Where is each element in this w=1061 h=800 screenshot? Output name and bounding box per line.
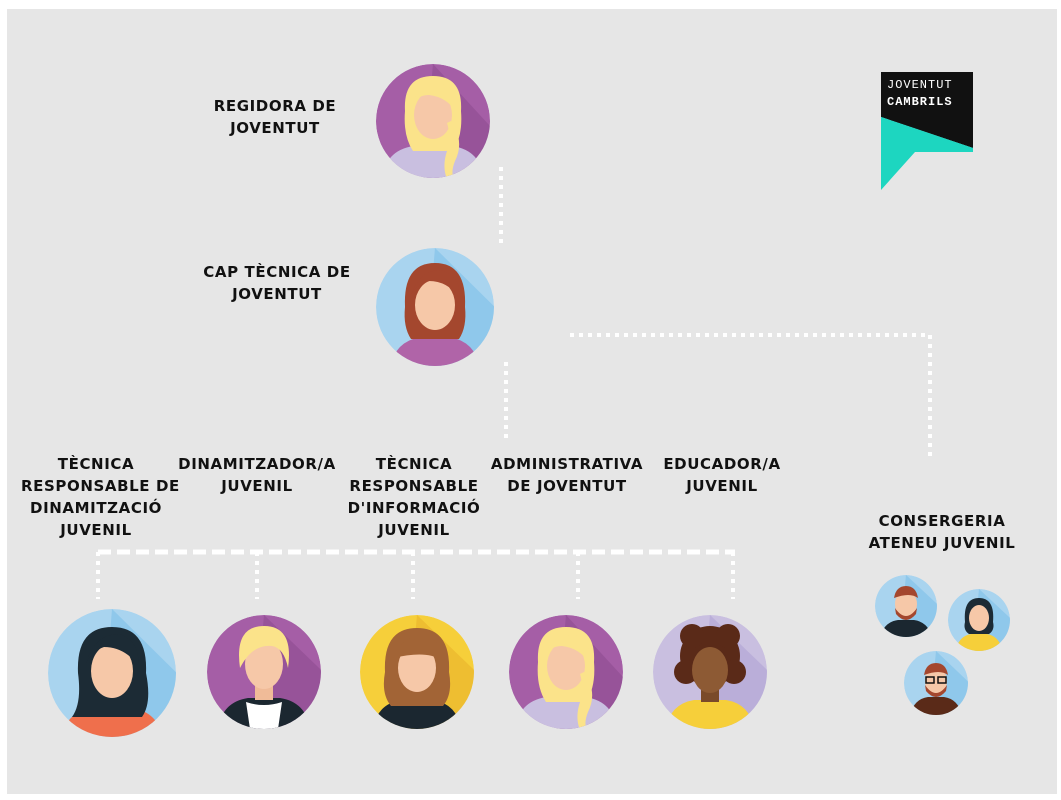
connector-to-consergeria <box>570 333 932 461</box>
label-cap-tecnica: CAP TÈCNICA DE JOVENTUT <box>203 263 351 303</box>
label-consergeria: CONSERGERIA ATENEU JUVENIL <box>868 512 1016 552</box>
avatar-cap-tecnica <box>376 248 494 366</box>
avatar-consergeria-1 <box>875 575 937 637</box>
avatar-regidora <box>376 64 490 178</box>
avatar-administrativa <box>509 615 623 729</box>
joventut-cambrils-logo: JOVENTUT CAMBRILS <box>881 72 973 190</box>
label-administrativa: ADMINISTRATIVA DE JOVENTUT <box>490 455 644 495</box>
avatar-educador <box>653 615 767 729</box>
label-tecnica-informacio: TÈCNICA RESPONSABLE D'INFORMACIÓ JUVENIL <box>347 455 481 539</box>
label-dinamitzador: DINAMITZADOR/A JUVENIL <box>178 455 336 495</box>
label-educador: EDUCADOR/A JUVENIL <box>663 455 781 495</box>
org-chart-canvas: REGIDORA DE JOVENTUT CAP TÈCNICA DE JOVE… <box>7 9 1057 794</box>
label-tecnica-dinamitzacio: TÈCNICA RESPONSABLE DE DINAMITZACIÓ JUVE… <box>21 455 180 539</box>
avatar-dinamitzador <box>207 615 321 729</box>
avatar-tecnica-dinamitzacio <box>48 609 176 737</box>
connectors <box>96 167 932 599</box>
avatar-consergeria-3 <box>904 651 968 715</box>
avatar-tecnica-informacio <box>360 615 474 729</box>
avatar-consergeria-2 <box>948 589 1010 651</box>
label-regidora: REGIDORA DE JOVENTUT <box>213 97 337 137</box>
logo-flag-shape <box>881 72 973 190</box>
org-chart-diagram <box>48 64 1010 737</box>
logo-text: JOVENTUT CAMBRILS <box>887 78 953 109</box>
